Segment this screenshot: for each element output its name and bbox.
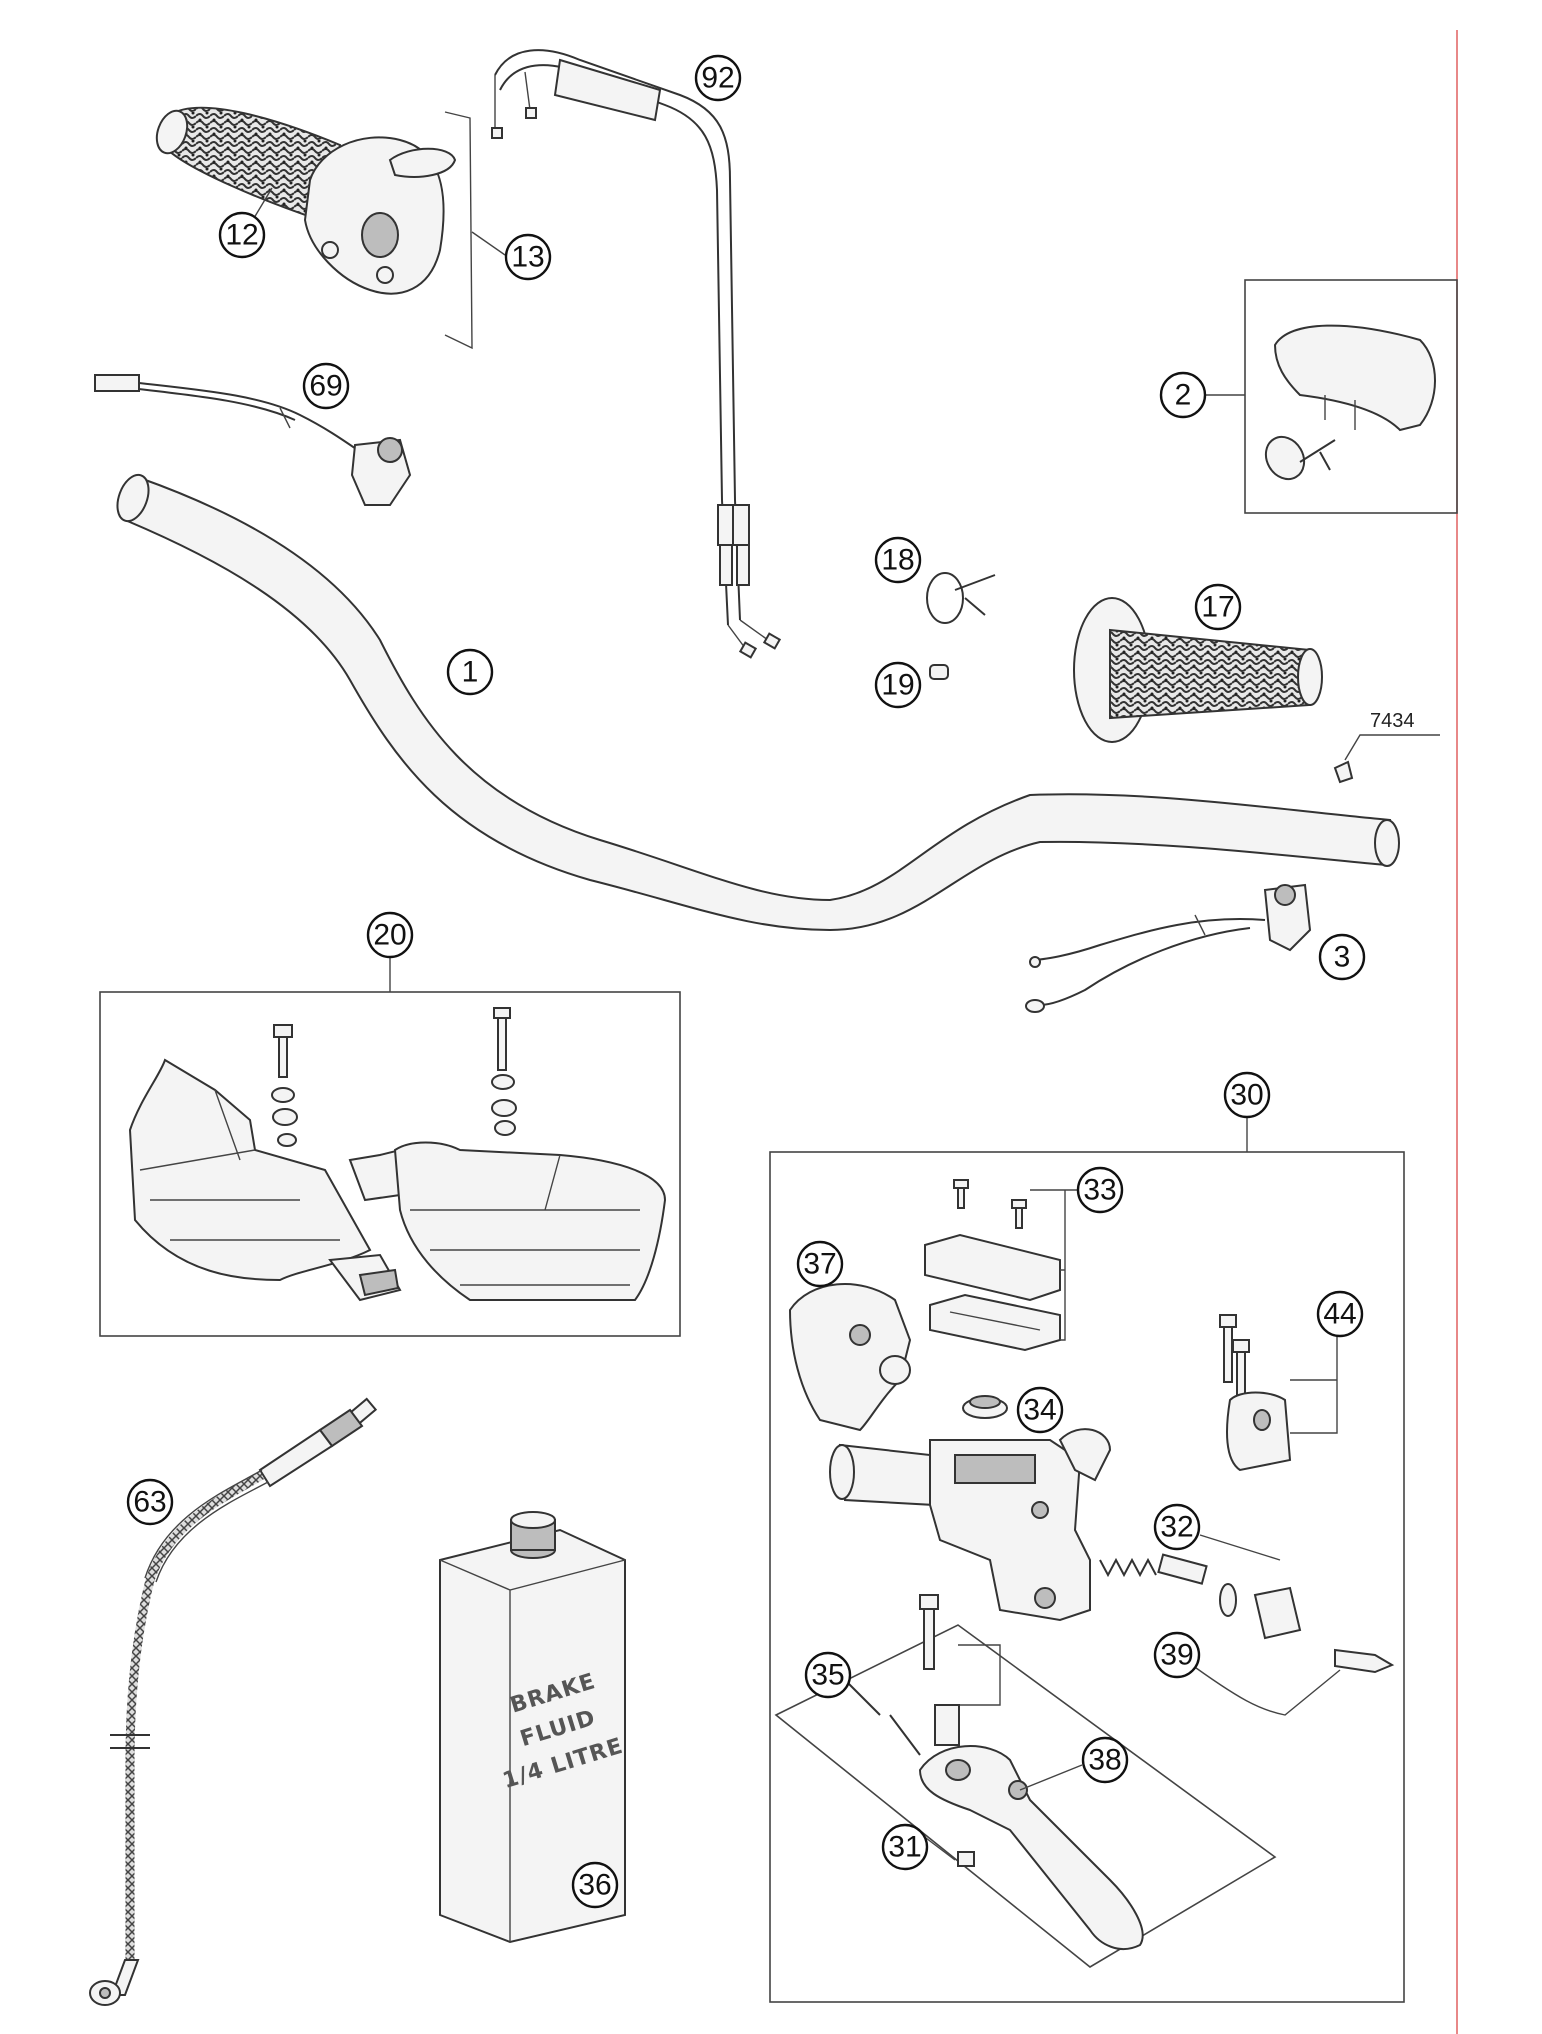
callout-63: 63 [126, 1478, 174, 1526]
svg-text:18: 18 [881, 544, 914, 577]
svg-text:30: 30 [1230, 1079, 1263, 1112]
master-cylinder-body [829, 1428, 1112, 1622]
callout-3: 3 [1318, 933, 1366, 981]
callout-30: 30 [1223, 1071, 1271, 1119]
callout-1: 1 [446, 648, 494, 696]
housing-bracket-line [444, 111, 473, 350]
svg-text:2: 2 [1175, 379, 1192, 412]
svg-text:35: 35 [811, 1659, 844, 1692]
callout-39: 39 [1153, 1631, 1201, 1679]
handlebar [116, 473, 1400, 932]
callout-69: 69 [302, 362, 350, 410]
throttle-cables [491, 49, 782, 659]
handguard-left [128, 1058, 402, 1302]
leader-33 [1030, 1189, 1078, 1341]
lever-pin [844, 1679, 921, 1756]
svg-text:33: 33 [1083, 1174, 1116, 1207]
brake-line [89, 1397, 378, 2006]
piston-spring [1099, 1553, 1208, 1585]
callout-2: 2 [1159, 371, 1207, 419]
lever-box [774, 1624, 1277, 1968]
lever-pivot-bolt [919, 1594, 1001, 1746]
brake-fluid-can: BRAKE FLUID 1/4 LITRE [439, 1511, 626, 1944]
svg-text:92: 92 [701, 62, 734, 95]
leader-7434 [1344, 734, 1440, 761]
callout-35: 35 [804, 1651, 852, 1699]
callout-92: 92 [694, 54, 742, 102]
dust-boot [1219, 1583, 1395, 1674]
callout-32: 32 [1153, 1503, 1201, 1551]
throttle-housing [303, 136, 457, 295]
reservoir-cover [924, 1179, 1061, 1352]
small-insert [1333, 760, 1354, 784]
reservoir-cap [962, 1395, 1008, 1419]
callout-36: 36 [571, 1861, 619, 1909]
nut [929, 664, 949, 680]
master-cylinder-box [769, 1151, 1405, 2003]
callout-13: 13 [504, 233, 552, 281]
handguard-bolts [271, 1007, 517, 1147]
svg-text:36: 36 [578, 1869, 611, 1902]
callout-12: 12 [218, 211, 266, 259]
callout-18: 18 [874, 536, 922, 584]
callout-33: 33 [1076, 1166, 1124, 1214]
handlebar-clamp [1219, 1314, 1292, 1472]
svg-text:3: 3 [1334, 941, 1351, 974]
svg-text:34: 34 [1023, 1394, 1056, 1427]
bar-pad-box [1244, 279, 1458, 514]
svg-text:38: 38 [1088, 1744, 1121, 1777]
leader-13 [471, 231, 506, 256]
svg-text:19: 19 [881, 669, 914, 702]
svg-text:1: 1 [462, 656, 479, 689]
leader-39 [1184, 1659, 1341, 1716]
callout-31: 31 [881, 1823, 929, 1871]
svg-text:32: 32 [1160, 1511, 1193, 1544]
start-switch [1025, 883, 1312, 1013]
callout-20: 20 [366, 911, 414, 959]
brake-lever [918, 1745, 1144, 1950]
bar-pad [1264, 324, 1436, 481]
svg-text:69: 69 [309, 370, 342, 403]
callout-37: 37 [796, 1240, 844, 1288]
svg-text:37: 37 [803, 1248, 836, 1281]
svg-text:20: 20 [373, 919, 406, 952]
handguard-box [99, 991, 681, 1337]
callout-34: 34 [1016, 1386, 1064, 1434]
callout-44: 44 [1316, 1290, 1364, 1338]
kill-switch [94, 374, 412, 506]
svg-text:31: 31 [888, 1831, 921, 1864]
left-grip [1073, 597, 1323, 743]
handguard-right [348, 1141, 667, 1301]
svg-text:12: 12 [225, 219, 258, 252]
part-number-label: 7434 [1370, 710, 1415, 732]
callout-19: 19 [874, 661, 922, 709]
lever-guard [788, 1283, 912, 1432]
leader-31 [921, 1834, 956, 1861]
svg-text:39: 39 [1160, 1639, 1193, 1672]
svg-text:17: 17 [1201, 591, 1234, 624]
leader-32 [1199, 1534, 1281, 1561]
svg-text:44: 44 [1323, 1298, 1356, 1331]
callout-17: 17 [1194, 583, 1242, 631]
callout-38: 38 [1081, 1736, 1129, 1784]
leader-44 [1290, 1336, 1338, 1434]
cable-tie [926, 572, 996, 624]
leader-38 [1019, 1764, 1083, 1791]
svg-text:63: 63 [133, 1486, 166, 1519]
svg-text:13: 13 [511, 241, 544, 274]
